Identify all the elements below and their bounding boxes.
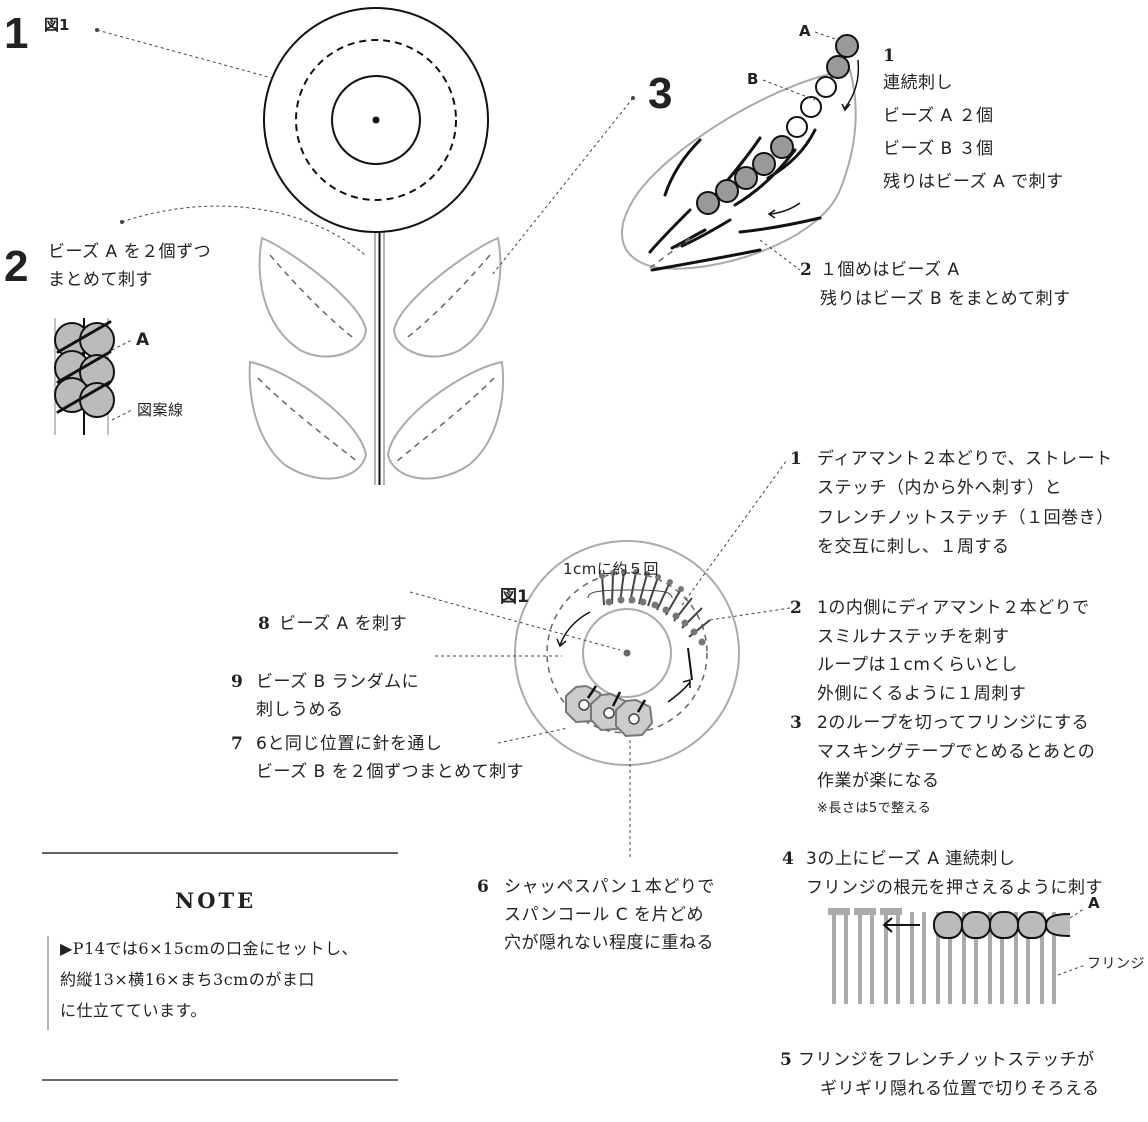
leaf-note-2-number: 2 bbox=[800, 260, 813, 280]
right-step-4-line2: フリンジの根元を押さえるように刺す bbox=[806, 878, 1103, 898]
step-6-number: 6 bbox=[477, 877, 490, 897]
step-9-line1: ビーズ B ランダムに bbox=[256, 672, 420, 692]
bead-a-label: A bbox=[136, 330, 150, 350]
note-line3: に仕立てています。 bbox=[60, 1001, 207, 1020]
note-line1: ▶P14では6×15cmの口金にセットし、 bbox=[60, 939, 359, 958]
flower-pattern-figure bbox=[95, 7, 635, 485]
bead-pair-detail bbox=[54, 318, 133, 435]
step-6-line2: スパンコール C を片どめ bbox=[504, 905, 705, 925]
step-9-number: 9 bbox=[231, 672, 244, 692]
right-step-4-line1: 3の上にビーズ A 連続刺し bbox=[806, 849, 1016, 869]
fringe-bead-a-label: A bbox=[1088, 894, 1100, 912]
step-8-text: ビーズ A を刺す bbox=[279, 614, 408, 634]
leaf-note-1-line4: 残りはビーズ A で刺す bbox=[883, 172, 1064, 192]
note-line2: 約縦13×横16×まち3cmのがま口 bbox=[60, 970, 315, 989]
right-step-3-line1: 2のループを切ってフリンジにする bbox=[817, 713, 1090, 733]
right-step-5-number: 5 bbox=[780, 1050, 793, 1070]
right-step-3-line4: ※長さは5で整える bbox=[817, 801, 932, 816]
step-6-line1: シャッペスパン１本どりで bbox=[504, 877, 715, 897]
step-2-text-line1: ビーズ A を２個ずつ bbox=[48, 242, 212, 262]
right-step-3-line3: 作業が楽になる bbox=[817, 771, 940, 791]
scale-note: 1cmに約５回 bbox=[563, 560, 659, 578]
right-step-4-number: 4 bbox=[782, 849, 795, 869]
leaf-note-1-line3: ビーズ B ３個 bbox=[883, 139, 994, 159]
leaf-note-1-number: 1 bbox=[883, 46, 896, 66]
leaf-note-2-line2: 残りはビーズ B をまとめて刺す bbox=[820, 289, 1071, 309]
fringe-label: フリンジ bbox=[1087, 956, 1145, 972]
right-step-3-line2: マスキングテープでとめるとあとの bbox=[817, 742, 1096, 762]
step-2-number: 2 bbox=[4, 242, 29, 291]
step-9-line2: 刺しうめる bbox=[256, 700, 344, 720]
step-8-number: 8 bbox=[258, 614, 271, 634]
right-step-2-number: 2 bbox=[790, 598, 803, 618]
right-step-1-line1: ディアマント２本どりで、ストレート bbox=[817, 449, 1113, 469]
step-3-number: 3 bbox=[648, 69, 673, 118]
right-step-3-number: 3 bbox=[790, 713, 803, 733]
step-2-text-line2: まとめて刺す bbox=[48, 270, 153, 290]
note-rules bbox=[42, 852, 398, 1081]
right-step-2-line2: スミルナステッチを刺す bbox=[817, 627, 1010, 647]
fringe-detail bbox=[828, 907, 1086, 1004]
right-step-1-line3: フレンチノットステッチ（１回巻き） bbox=[817, 508, 1114, 528]
leaf-note-1-line2: ビーズ A ２個 bbox=[883, 106, 994, 126]
leaf-bead-b-label: B bbox=[747, 70, 759, 88]
right-step-2-line1: 1の内側にディアマント２本どりで bbox=[817, 598, 1090, 618]
leaf-note-2-line1: １個めはビーズ A bbox=[820, 260, 960, 280]
step-7-line1: 6と同じ位置に針を通し bbox=[256, 734, 443, 754]
pattern-line-label: 図案線 bbox=[137, 401, 184, 419]
leaf-detail bbox=[621, 31, 860, 272]
right-step-1-line4: を交互に刺し、１周する bbox=[817, 537, 1010, 557]
figure-label: 図1 bbox=[44, 16, 70, 34]
right-step-5-line1: フリンジをフレンチノットステッチが bbox=[798, 1050, 1095, 1070]
leaf-note-1-line1: 連続刺し bbox=[883, 73, 953, 93]
right-step-1-line2: ステッチ（内から外へ刺す）と bbox=[817, 478, 1062, 498]
right-step-1-number: 1 bbox=[790, 449, 803, 469]
note-title: NOTE bbox=[175, 888, 257, 913]
step-1-number: 1 bbox=[4, 9, 29, 58]
leaf-bead-a-label: A bbox=[799, 22, 811, 40]
right-step-5-line2: ギリギリ隠れる位置で切りそろえる bbox=[820, 1079, 1100, 1099]
step-7-number: 7 bbox=[231, 734, 244, 754]
right-step-2-line4: 外側にくるように１周刺す bbox=[817, 684, 1027, 704]
step-6-line3: 穴が隠れない程度に重ねる bbox=[504, 933, 714, 953]
step-7-line2: ビーズ B を２個ずつまとめて刺す bbox=[256, 762, 525, 782]
flower-center-detail bbox=[409, 459, 791, 860]
right-step-2-line3: ループは１cmくらいとし bbox=[817, 655, 1018, 675]
flower-figure-label: 図1 bbox=[500, 587, 529, 607]
